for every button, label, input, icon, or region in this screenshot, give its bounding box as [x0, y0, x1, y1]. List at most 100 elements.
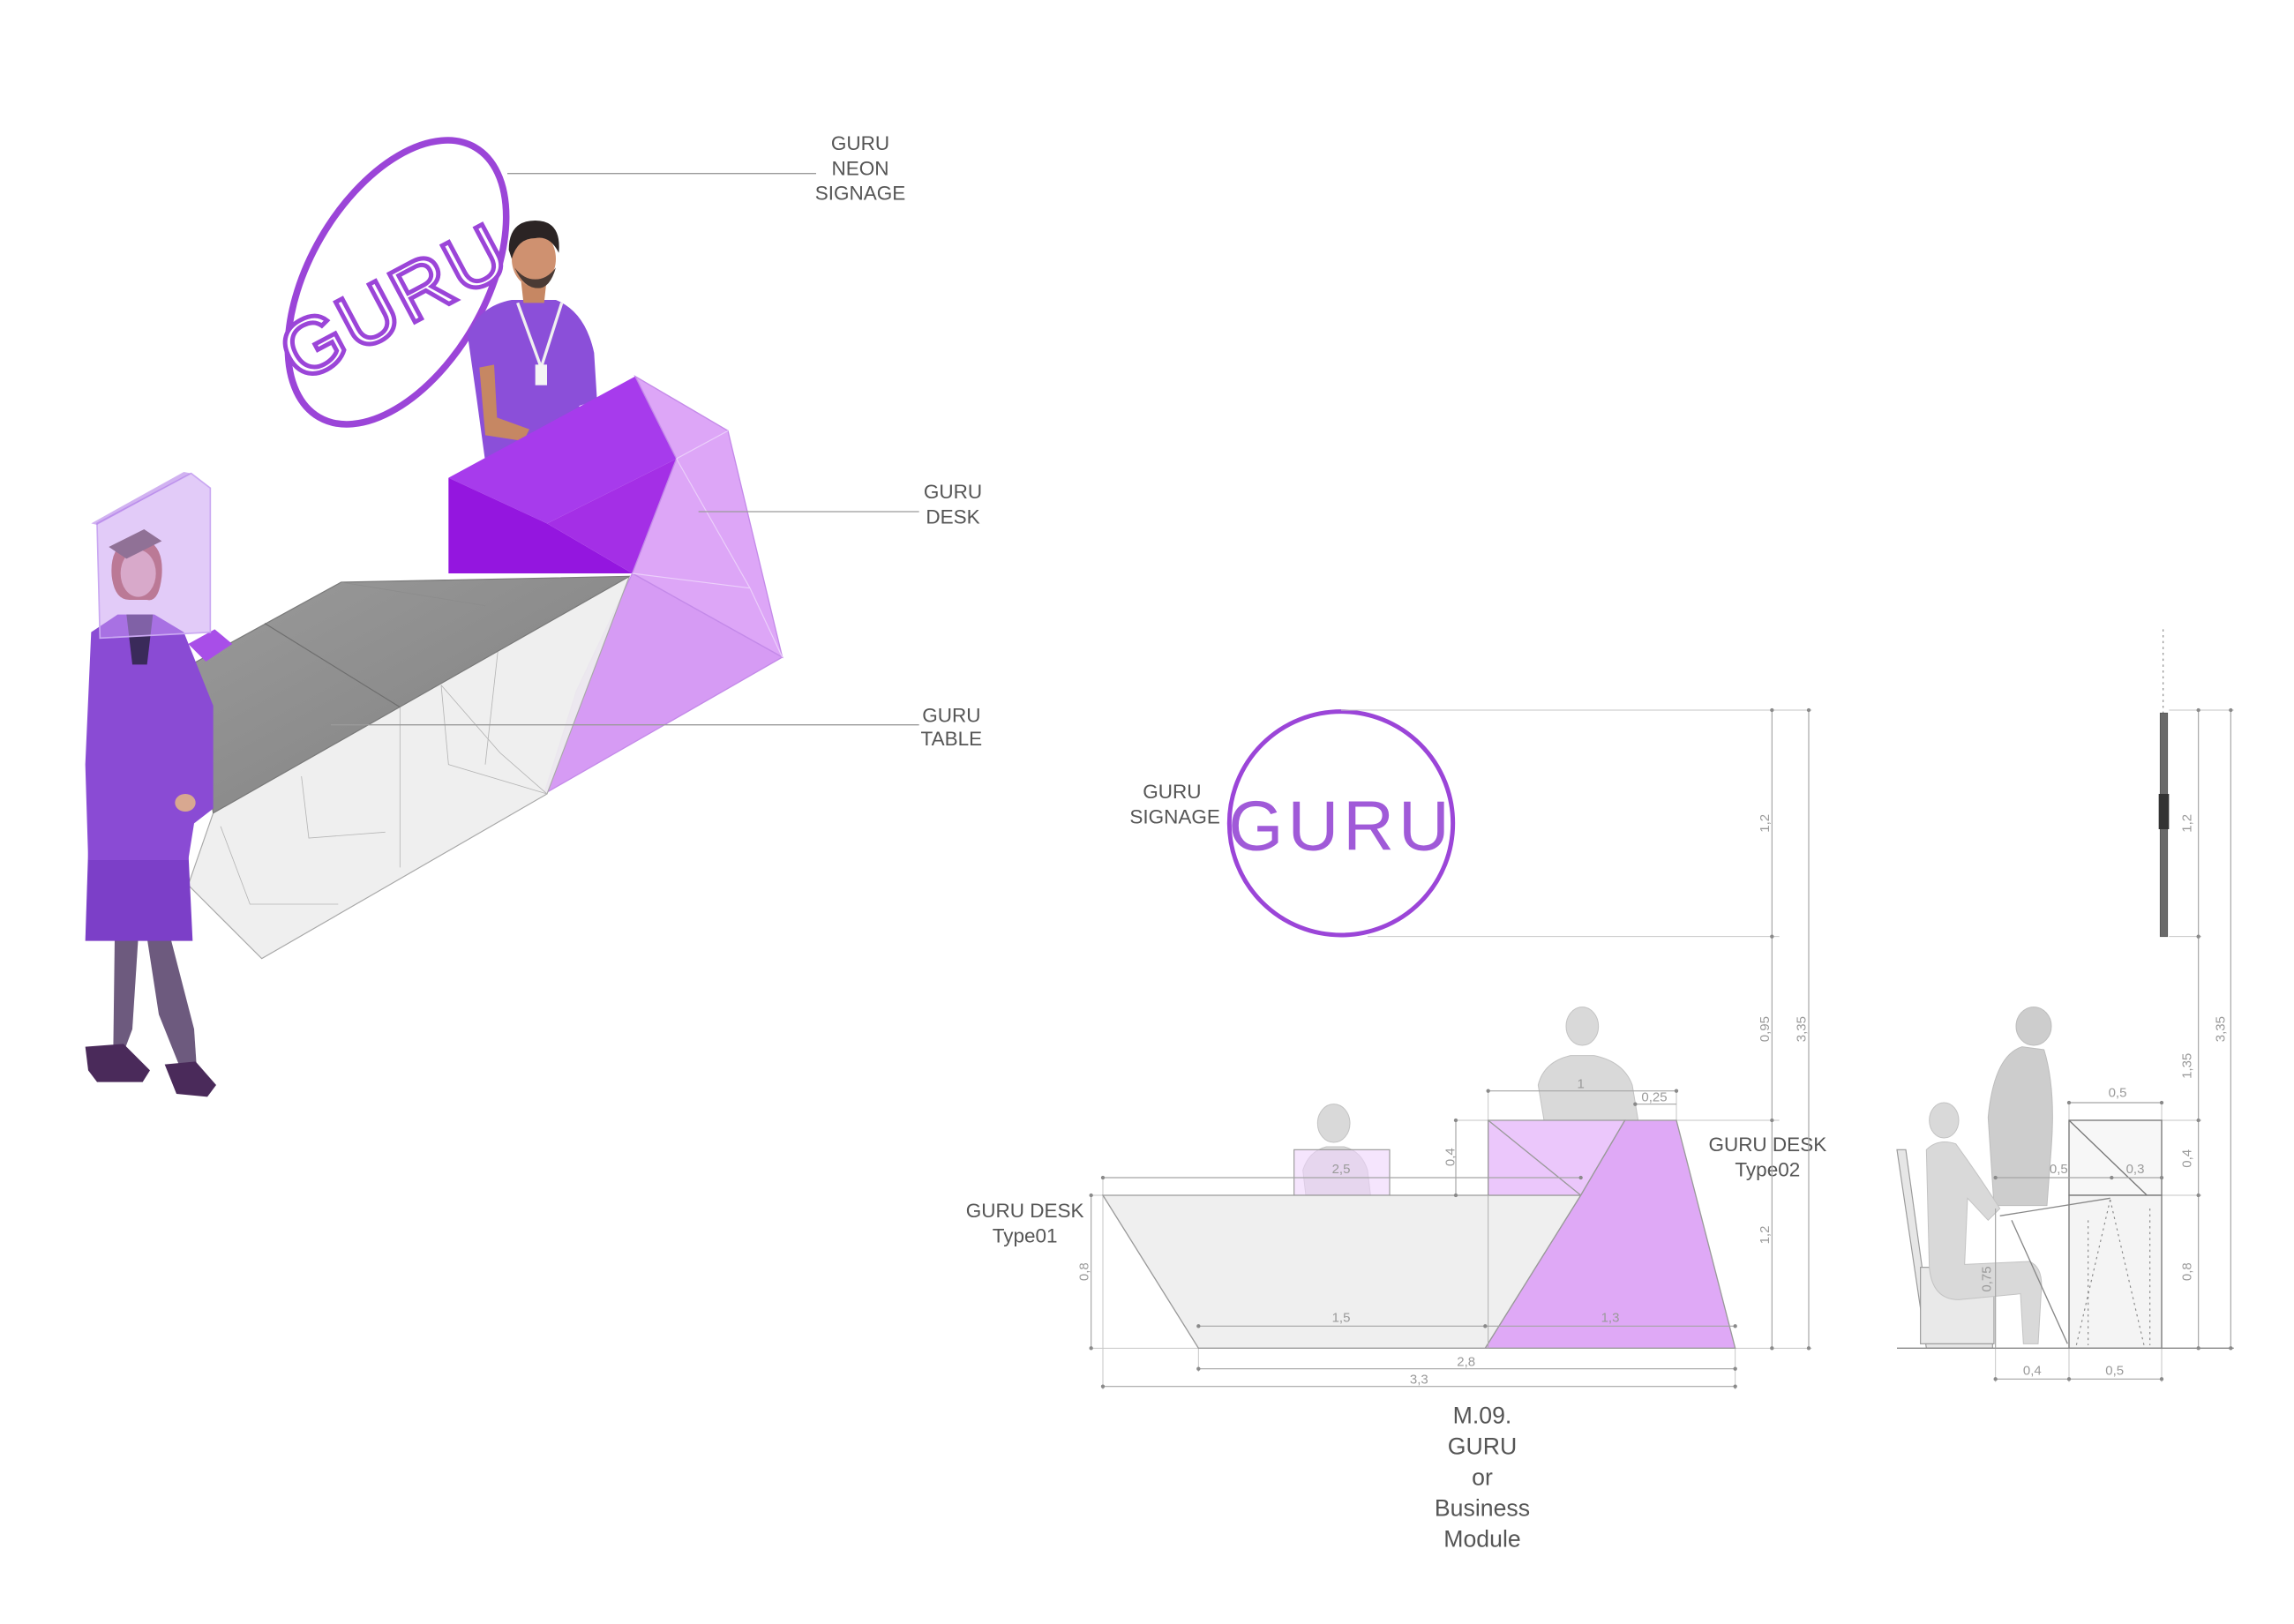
dim-label-type02-base: 1,3	[1601, 1310, 1620, 1325]
display-panel-top	[91, 472, 191, 525]
guru-desk-iso	[448, 374, 784, 796]
signage-ring	[1226, 709, 1456, 938]
section-dim-label-base-right: 0,5	[2105, 1363, 2124, 1378]
label-desk-type02-2: Type02	[1735, 1158, 1800, 1180]
dim-tick	[1089, 1193, 1093, 1198]
section-dim-ticks	[1993, 707, 2233, 1381]
section-dim-label-total-height: 3,35	[2214, 1016, 2229, 1042]
dim-tick	[2196, 934, 2200, 939]
dim-tick	[1993, 1377, 1998, 1381]
label-signage-1: GURU	[1143, 781, 1201, 803]
dim-tick	[1993, 1175, 1998, 1180]
dim-tick	[1578, 1175, 1583, 1180]
section-desk-diagonal	[2068, 1119, 2148, 1196]
side-section: 1,2 1,35 0,4 0,8 3,35 0,75 0,5 0,5 0,3 0…	[1896, 629, 2234, 1382]
dim-tick	[2196, 707, 2200, 713]
section-worktop	[1999, 1197, 2110, 1344]
dim-label-type02-overhang: 0,25	[1641, 1089, 1667, 1104]
dim-tick	[1674, 1089, 1679, 1093]
section-standing-person	[1987, 1007, 2053, 1207]
section-seated-body	[1925, 1141, 2043, 1344]
caption-line-5: Module	[1443, 1525, 1520, 1552]
dim-tick	[1633, 1102, 1638, 1106]
label-desk-2: DESK	[926, 505, 979, 528]
label-table-2: TABLE	[921, 728, 983, 750]
label-neon-signage-3: SIGNAGE	[815, 183, 906, 205]
hostess-right-shoe	[164, 1061, 216, 1097]
section-dim-label-top-right: 0,3	[2126, 1162, 2145, 1177]
section-dim-label-top-width: 0,5	[2109, 1085, 2127, 1100]
section-dim-label-sign-height: 1,2	[2179, 814, 2194, 833]
dim-tick	[1806, 1346, 1811, 1351]
staff-arm	[479, 364, 529, 442]
dim-tick	[1770, 934, 1774, 939]
hostess-skirt	[85, 849, 193, 941]
dim-ticks-horizontal	[1100, 1089, 1737, 1388]
dim-tick	[2159, 1100, 2164, 1105]
standing-person-silhouette	[1537, 1007, 1639, 1121]
section-desk-upper	[2068, 1119, 2163, 1196]
isometric-render: GURU	[85, 132, 983, 1097]
standing-person-body	[1537, 1055, 1639, 1121]
dim-tick	[2196, 1346, 2200, 1351]
seated-person-head	[1316, 1104, 1351, 1143]
section-dim-label-top-left: 0,5	[2050, 1162, 2068, 1177]
dim-label-type01-base: 1,5	[1332, 1310, 1351, 1325]
signage-lettering: GURU	[1228, 786, 1454, 864]
desk-front-face	[448, 477, 633, 573]
label-desk-type01-1: GURU DESK	[966, 1200, 1084, 1222]
sheet-caption: M.09. GURU or Business Module	[1435, 1402, 1530, 1552]
section-standing-body	[1987, 1046, 2053, 1207]
table-top-seam	[341, 581, 486, 607]
dim-label-base-total: 2,8	[1457, 1354, 1475, 1369]
label-neon-signage-2: NEON	[831, 157, 888, 179]
dim-tick	[2110, 1175, 2114, 1180]
dim-tick	[1733, 1366, 1737, 1371]
dim-label-overall-width: 3,3	[1410, 1372, 1428, 1387]
caption-line-4: Business	[1435, 1494, 1530, 1521]
dim-label-type01-top-width: 2,5	[1332, 1162, 1351, 1177]
caption-line-3: or	[1472, 1463, 1493, 1490]
dim-label-type02-top-width: 1	[1577, 1076, 1584, 1091]
dim-tick	[1089, 1346, 1093, 1351]
label-signage-2: SIGNAGE	[1129, 805, 1220, 827]
staff-badge	[535, 364, 547, 385]
desk-type02-body	[1484, 1119, 1736, 1350]
table-top-seam	[264, 623, 401, 708]
hostess-left-leg	[113, 938, 139, 1053]
label-desk-type01-2: Type01	[993, 1224, 1058, 1246]
hostess-figure	[85, 529, 216, 1097]
dim-tick	[1483, 1324, 1488, 1328]
dim-tick	[2229, 1346, 2233, 1351]
dim-tick	[2159, 1377, 2164, 1381]
table-frame-lines	[220, 632, 548, 905]
guru-table-iso	[187, 575, 631, 960]
section-dim-label-upper: 0,4	[2179, 1149, 2194, 1168]
dim-tick	[1770, 1346, 1774, 1351]
section-seated-person	[1925, 1102, 2043, 1344]
table-purple-cap	[188, 629, 233, 662]
dim-tick	[1733, 1324, 1737, 1328]
section-dim-label-base-left: 0,4	[2023, 1363, 2042, 1378]
desk-top-face	[448, 376, 677, 524]
staff-head	[512, 230, 556, 288]
dim-label-type02-height: 1,2	[1758, 1226, 1773, 1245]
dim-tick	[1100, 1175, 1106, 1180]
caption-code: M.09.	[1453, 1402, 1512, 1428]
desk-facet-lines	[632, 430, 783, 658]
dim-tick	[1770, 1118, 1774, 1123]
label-neon-signage-1: GURU	[831, 132, 889, 154]
dim-tick	[2196, 1193, 2200, 1198]
dim-tick	[1733, 1384, 1737, 1388]
section-standing-head	[2015, 1007, 2052, 1046]
hostess-hands	[175, 794, 196, 812]
section-dim-label-seat-height: 0,75	[1980, 1266, 1995, 1291]
label-table-1: GURU	[922, 704, 980, 726]
front-elevation: GURU SIGNAGE GURU GURU DESK Type01 GURU …	[966, 707, 1826, 1390]
signage-side-bracket	[2158, 794, 2170, 829]
dim-label-sign-height: 1,2	[1758, 814, 1773, 833]
dim-tick	[1196, 1324, 1201, 1328]
dim-tick	[2066, 1100, 2072, 1105]
section-seated-head	[1929, 1102, 1960, 1139]
type01-screen-panel	[1293, 1149, 1391, 1196]
